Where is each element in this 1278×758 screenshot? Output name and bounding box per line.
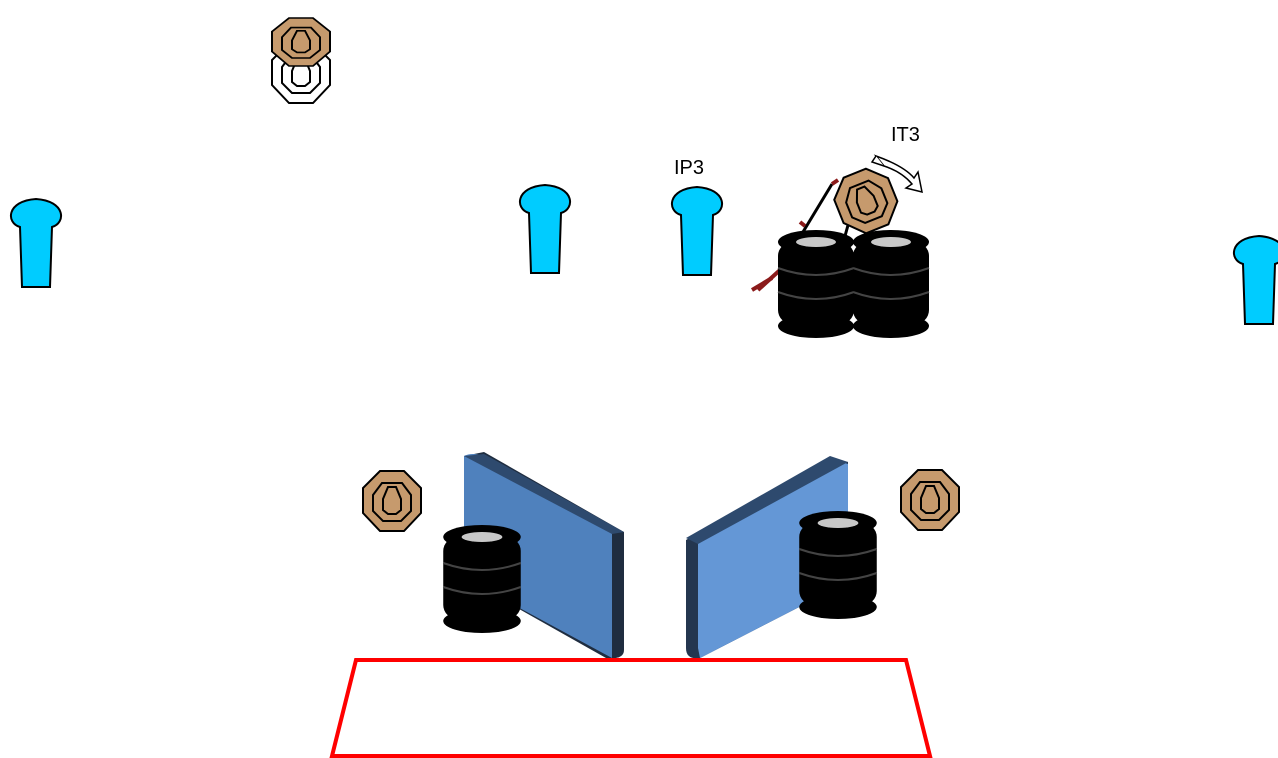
paper-target-icon bbox=[271, 17, 331, 67]
tire-barrel-stack-icon bbox=[852, 229, 930, 339]
paper-target-icon bbox=[826, 161, 906, 241]
no-shoot-target-icon bbox=[518, 184, 572, 274]
shooting-box-icon bbox=[329, 658, 933, 758]
barricade-wall-icon bbox=[464, 452, 624, 659]
paper-target-icon bbox=[900, 469, 960, 531]
it3-label: IT3 bbox=[891, 124, 920, 146]
ip3-label: IP3 bbox=[674, 157, 704, 179]
paper-target-icon bbox=[362, 470, 422, 532]
tire-barrel-stack-icon bbox=[442, 523, 522, 635]
swinger-assembly bbox=[750, 154, 930, 339]
top-left-target-pair bbox=[271, 17, 331, 104]
swinger-rotation-icon bbox=[870, 154, 923, 194]
no-shoot-target-icon bbox=[1232, 235, 1278, 325]
no-shoot-target-icon bbox=[670, 186, 724, 276]
tire-barrel-stack-icon bbox=[798, 509, 878, 621]
no-shoot-target-icon bbox=[9, 198, 63, 288]
tire-barrel-stack-icon bbox=[777, 229, 855, 339]
barricade-wall-icon bbox=[686, 456, 848, 659]
